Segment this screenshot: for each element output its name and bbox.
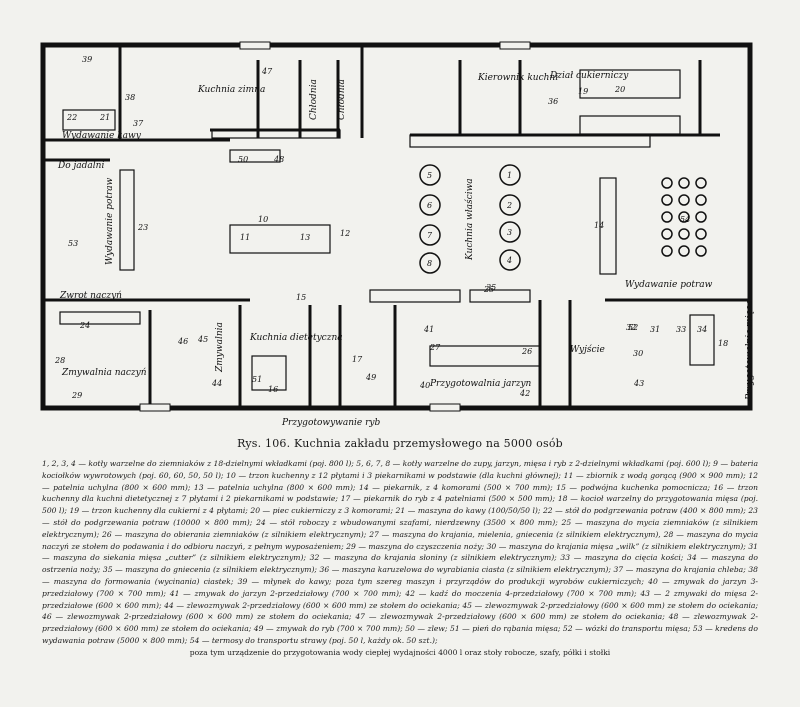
equipment-number-44: 44 <box>211 379 222 388</box>
equipment-number-17: 17 <box>352 355 363 364</box>
legend-footer: poza tym urządzenie do przygotowania wod… <box>189 647 611 657</box>
equipment-number-54: 54 <box>680 215 690 224</box>
label-kuchnia-dietetyczna: Kuchnia dietetyczna <box>249 333 343 343</box>
kitchen-floor-plan: Kuchnia zimna Chłodnia Chłodnia Kierowni… <box>40 41 755 428</box>
equipment-number-28: 28 <box>54 356 65 365</box>
equipment-number-10: 10 <box>258 215 268 224</box>
windows <box>139 41 531 412</box>
label-chlodnia-1: Chłodnia <box>309 79 319 120</box>
equipment-number-19: 19 <box>578 87 588 96</box>
equipment-number-23: 23 <box>137 223 148 232</box>
label-dzial-cukierniczy: Dział cukierniczy <box>549 71 629 81</box>
label-kierownik: Kierownik kuchni <box>477 73 558 83</box>
equipment-number-37: 37 <box>133 119 144 128</box>
label-zmywalnia-naczyn: Zmywalnia naczyń <box>61 367 147 378</box>
equipment-number-53: 53 <box>68 239 78 248</box>
equipment-number-47: 47 <box>261 67 273 76</box>
equipment <box>59 69 715 391</box>
equipment-number-18: 18 <box>718 339 728 348</box>
label-przygotowalnia-jarzyn: Przygotowalnia jarzyn <box>429 379 532 389</box>
equipment-number-16: 16 <box>268 385 278 394</box>
equipment-number-34: 34 <box>697 325 707 334</box>
equipment-number-51: 51 <box>252 375 262 384</box>
equipment-number-3: 3 <box>507 228 512 237</box>
label-wydawanie-potraw-left: Wydawanie potraw <box>105 177 115 265</box>
equipment-number-25: 25 <box>483 285 494 294</box>
equipment-number-42: 42 <box>519 389 530 398</box>
equipment-number-33: 33 <box>676 325 686 334</box>
equipment-number-46: 46 <box>177 337 188 346</box>
label-przygotowalnia-miesa: Przygotowalnia mięsa <box>745 300 755 401</box>
equipment-number-52: 52 <box>628 323 638 332</box>
figure-legend: 1, 2, 3, 4 — kotły warzelne do ziemniakó… <box>42 458 758 659</box>
label-przygotowywanie-ryb: Przygotowywanie ryb <box>281 418 381 428</box>
equipment-number-4: 4 <box>506 256 512 265</box>
legend-body: 1, 2, 3, 4 — kotły warzelne do ziemniakó… <box>42 459 758 645</box>
equipment-number-11: 11 <box>240 233 250 242</box>
figure-caption: Rys. 106. Kuchnia zakładu przemysłowego … <box>237 437 563 450</box>
equipment-number-1: 1 <box>507 171 512 180</box>
equipment-number-40: 40 <box>419 381 430 390</box>
equipment-number-14: 14 <box>594 221 604 230</box>
label-wydawanie-potraw-right: Wydawanie potraw <box>625 280 713 290</box>
equipment-number-35: 35 <box>486 283 496 292</box>
label-kuchnia-wlasciwa: Kuchnia właściwa <box>464 178 475 261</box>
equipment-number-27: 27 <box>429 343 441 352</box>
equipment-number-31: 31 <box>650 325 660 334</box>
label-zmywalnia: Zmywalnia <box>215 322 225 373</box>
kettles <box>419 164 707 274</box>
equipment-number-29: 29 <box>71 391 82 400</box>
equipment-number-2: 2 <box>506 201 512 210</box>
label-wyjscie: Wyjście <box>570 344 605 355</box>
label-do-jadalni: Do jadalni <box>57 161 104 171</box>
equipment-number-48: 48 <box>273 155 284 164</box>
equipment-number-8: 8 <box>427 259 432 268</box>
equipment-number-20: 20 <box>614 85 625 94</box>
equipment-number-41: 41 <box>423 325 434 334</box>
equipment-number-36: 36 <box>548 97 558 106</box>
equipment-number-43: 43 <box>633 379 644 388</box>
equipment-number-49: 49 <box>365 373 376 382</box>
label-kuchnia-zimna: Kuchnia zimna <box>197 85 265 95</box>
equipment-number-32: 32 <box>626 323 636 332</box>
equipment-number-21: 21 <box>99 113 110 122</box>
equipment-number-13: 13 <box>300 233 310 242</box>
label-wydawanie-kawy: Wydawanie kawy <box>62 131 142 141</box>
equipment-number-38: 38 <box>125 93 135 102</box>
equipment-number-24: 24 <box>79 321 90 330</box>
label-chlodnia-2: Chłodnia <box>337 79 347 120</box>
equipment-number-30: 30 <box>633 349 643 358</box>
label-zwrot-naczyn: Zwrot naczyń <box>59 290 122 301</box>
equipment-number-39: 39 <box>82 55 92 64</box>
inner-walls <box>43 45 750 408</box>
equipment-number-15: 15 <box>296 293 306 302</box>
equipment-number-22: 22 <box>66 113 77 122</box>
equipment-number-45: 45 <box>197 335 208 344</box>
equipment-number-50: 50 <box>238 155 248 164</box>
equipment-number-5: 5 <box>427 171 432 180</box>
equipment-number-6: 6 <box>427 201 432 210</box>
equipment-number-26: 26 <box>521 347 532 356</box>
equipment-number-7: 7 <box>427 231 433 240</box>
equipment-number-12: 12 <box>340 229 350 238</box>
